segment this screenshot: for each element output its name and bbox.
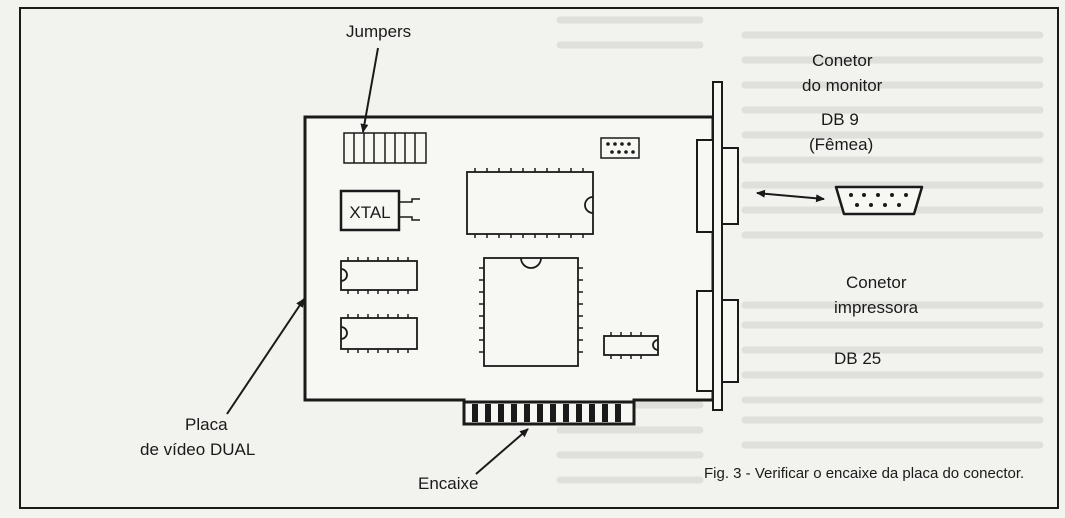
slot-label: Encaixe [418, 474, 478, 493]
db25-connector-on-card [696, 290, 739, 392]
db25-label: DB 25 [834, 349, 881, 368]
chip-pin-ticks [347, 168, 642, 359]
jumpers-label: Jumpers [346, 22, 411, 41]
db9-label: DB 9 [821, 110, 859, 129]
connector-double-arrow [756, 189, 825, 203]
monitor-connector-label-line2: do monitor [802, 76, 883, 95]
db9-gender-label: (Fêmea) [809, 135, 873, 154]
jumpers-block [343, 132, 427, 164]
slot-arrow [475, 428, 529, 475]
chip-large-center [483, 257, 579, 367]
printer-connector-label-line1: Conetor [846, 273, 907, 292]
db9-female-connector [834, 185, 924, 216]
printer-connector-label-line2: impressora [834, 298, 919, 317]
figure-frame [19, 7, 1059, 509]
figure-caption: Fig. 3 - Verificar o encaixe da placa do… [704, 465, 1024, 482]
bleed-through-texture [556, 16, 1044, 484]
chip-small-right [603, 335, 659, 356]
xtal-label: XTAL [349, 203, 390, 222]
card-label-line1: Placa [185, 415, 228, 434]
mounting-bracket [712, 81, 723, 411]
chip-left-2 [340, 317, 418, 350]
chip-left-1 [340, 260, 418, 291]
card-arrow [226, 298, 305, 415]
db9-connector-on-card [696, 139, 739, 233]
jumpers-arrow [360, 47, 379, 133]
monitor-connector-label-line1: Conetor [812, 51, 873, 70]
crystal-component: XTAL [339, 189, 420, 232]
pin-header [600, 137, 640, 159]
card-label-line2: de vídeo DUAL [140, 440, 255, 459]
chip-large-top [466, 171, 594, 235]
edge-connector-contacts [462, 400, 636, 426]
